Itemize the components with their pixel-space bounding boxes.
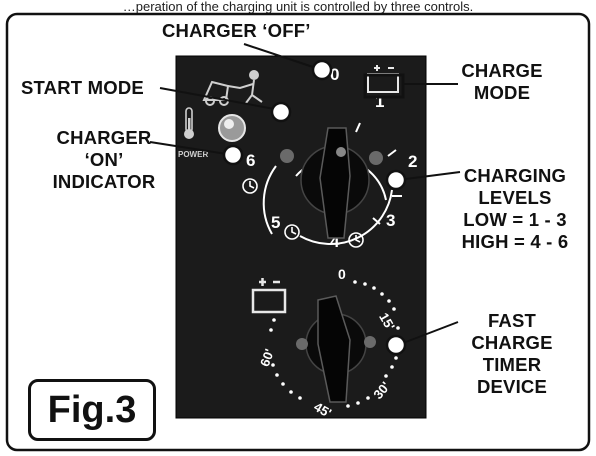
dial-level-3: 3 [386,211,395,230]
figure-label: Fig.3 [28,379,156,441]
label-line: INDICATOR [52,171,156,192]
callout-markers [222,59,407,356]
dial-level-0: 0 [330,65,339,84]
dial-level-6: 6 [246,151,255,170]
level-knob [280,127,383,239]
label-line: TIMER [482,354,542,375]
battery-icon [251,278,287,314]
timer-mark-0: 0 [338,266,346,282]
dial-level-5: 5 [271,213,280,232]
thermometer-icon [184,107,194,139]
label-charge-mode: CHARGE MODE [452,60,552,104]
label-line: CHARGE [461,60,543,81]
power-indicator-lamp [218,114,246,142]
label-line: CHARGING [463,165,567,186]
clock-icon [242,178,364,248]
label-fast-charge-timer: FAST CHARGE TIMER DEVICE [452,310,572,398]
label-high-range: HIGH = 4 - 6 [461,231,569,252]
label-start-mode: START MODE [21,77,144,98]
label-line: CHARGER [56,127,152,148]
label-line: DEVICE [476,376,548,397]
label-line: ‘ON’ [84,149,124,170]
label-charging-levels: CHARGING LEVELS LOW = 1 - 3 HIGH = 4 - 6 [450,165,580,253]
label-charger-off: CHARGER ‘OFF’ [162,20,311,41]
label-line: MODE [473,82,531,103]
label-charger-on-indicator: CHARGER ‘ON’ INDICATOR [44,127,164,193]
dial-level-2: 2 [408,152,417,171]
dial-level-4: 4 [330,232,340,251]
label-line: FAST [487,310,537,331]
label-line: LEVELS [478,187,552,208]
caption-text: …peration of the charging unit is contro… [122,0,474,14]
power-label: POWER [178,150,208,159]
timer-mark-60: 60' [257,347,277,369]
label-low-range: LOW = 1 - 3 [463,209,567,230]
label-line: CHARGE [471,332,553,353]
timer-knob [296,295,376,403]
charge-mode-marker [363,73,405,99]
dial-level-1: 1 [375,92,384,111]
callout-lines [149,43,461,346]
